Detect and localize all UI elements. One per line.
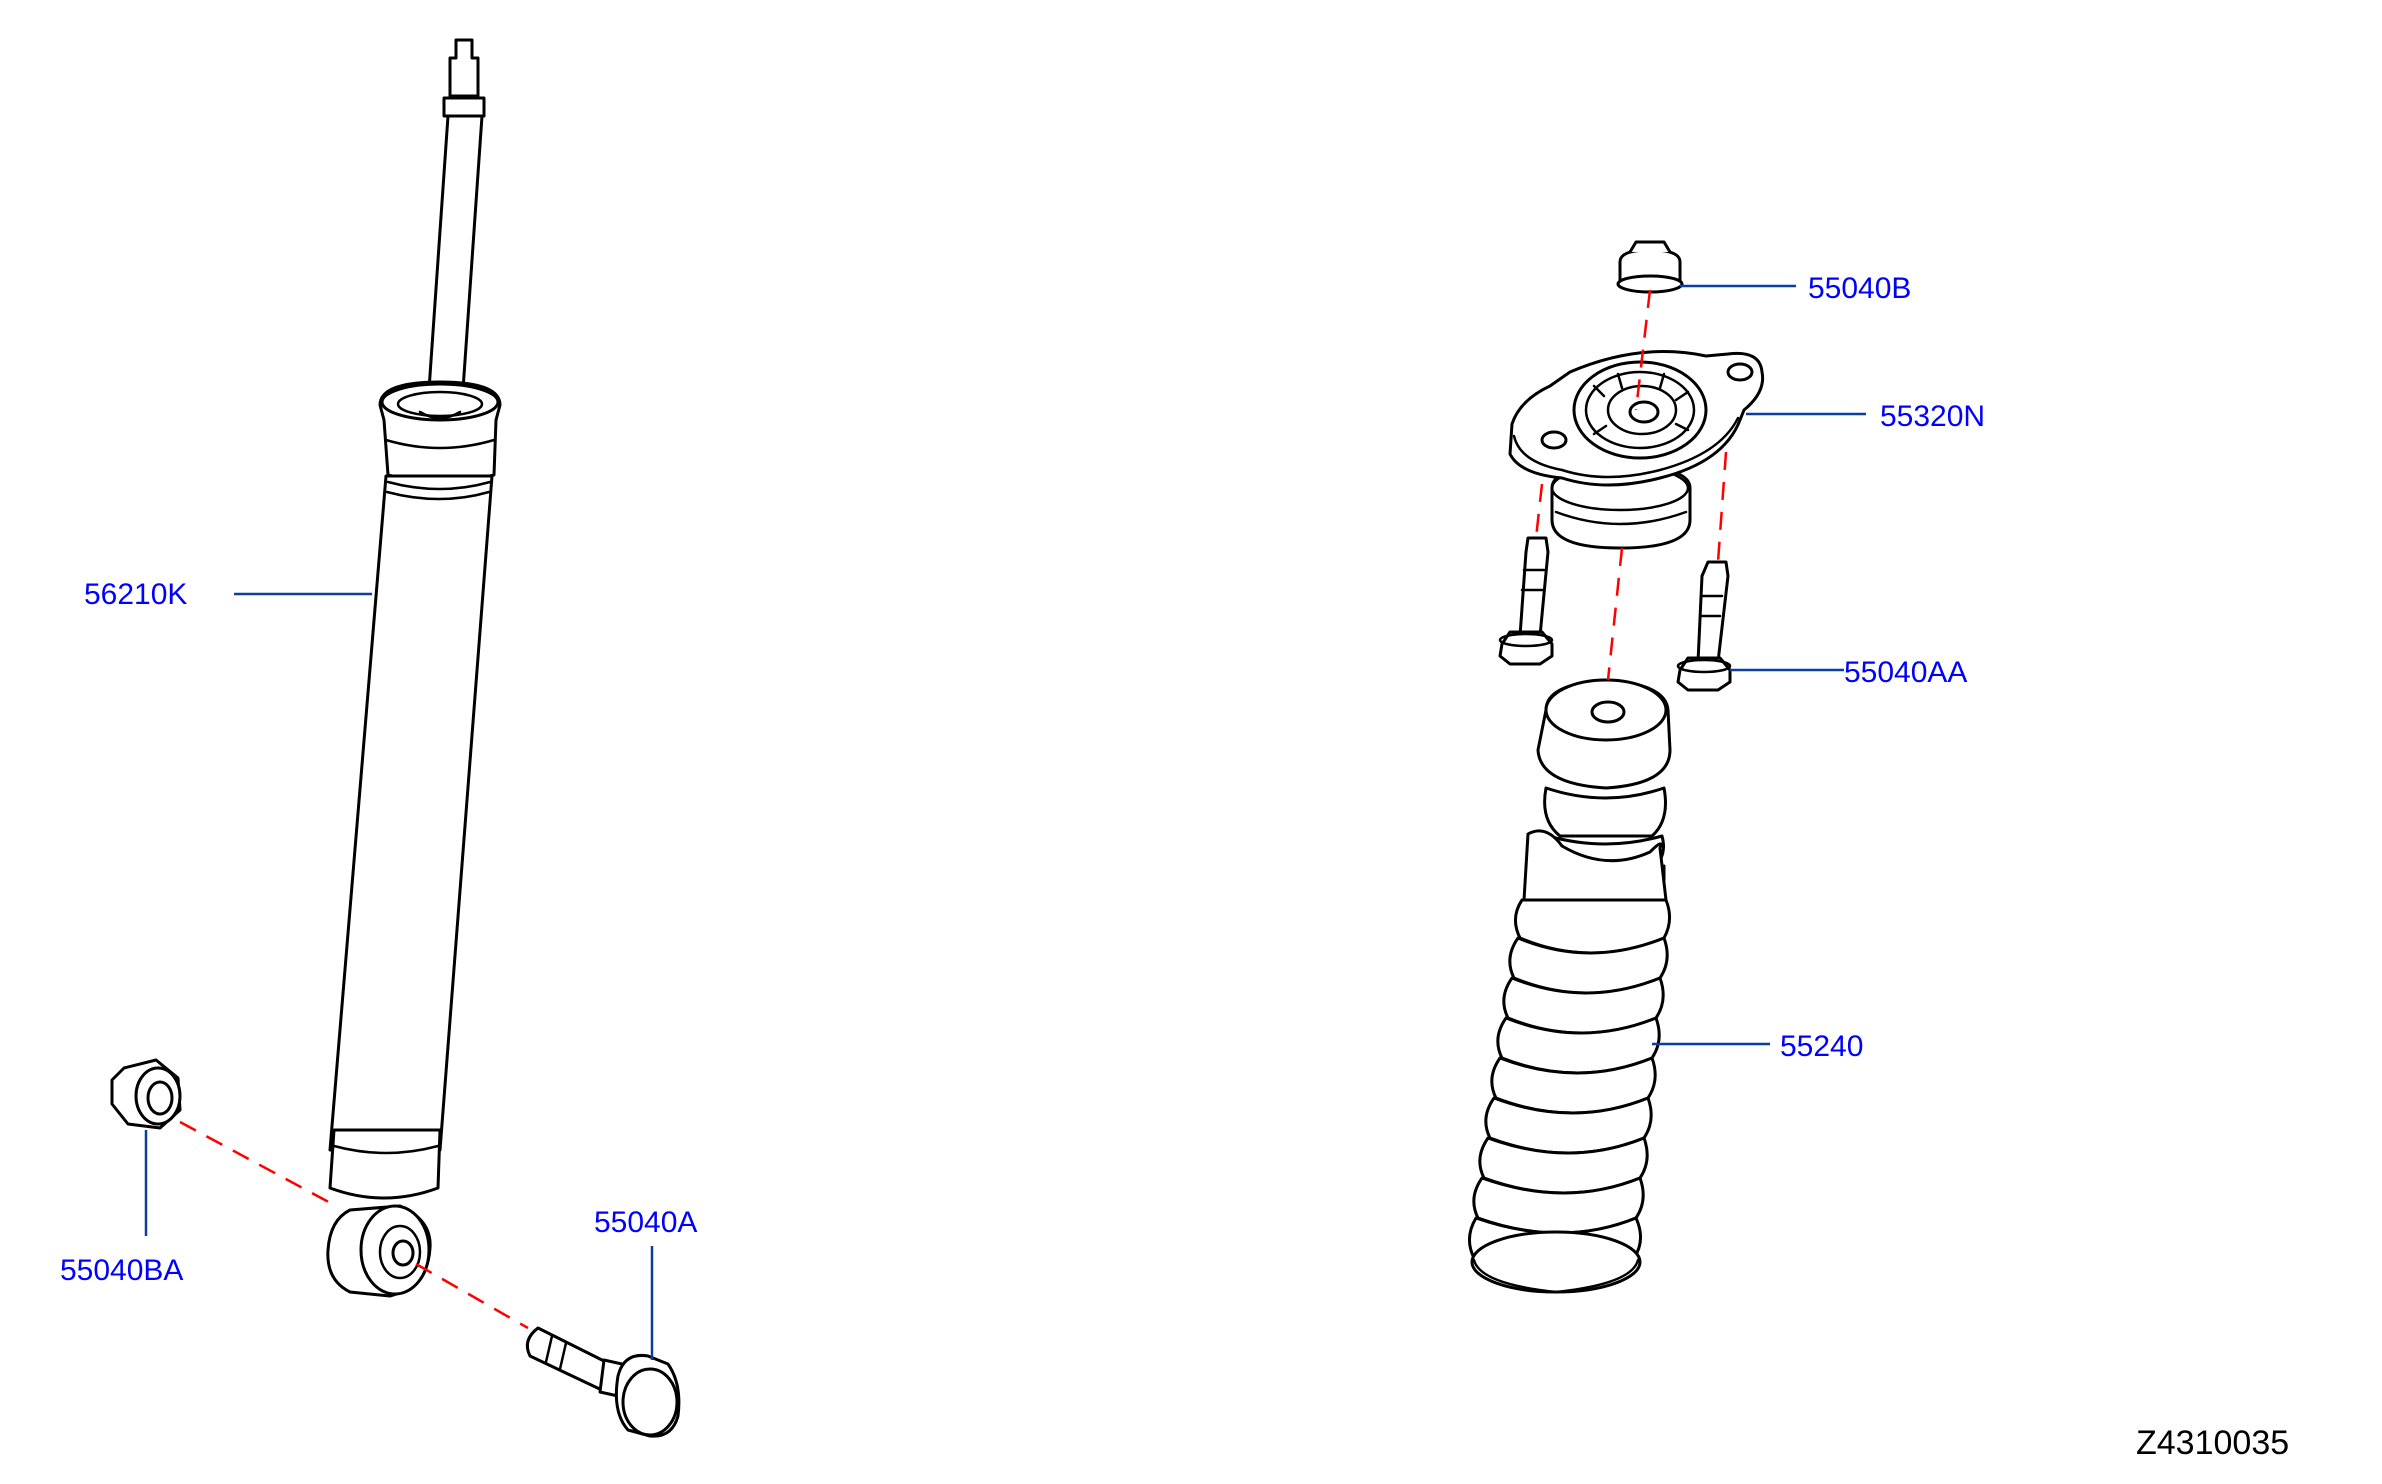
callout-mount-bolt: 55040AA xyxy=(1844,656,1967,689)
diagram-code: Z4310035 xyxy=(2136,1424,2289,1462)
callout-bound-bumper: 55240 xyxy=(1780,1030,1863,1063)
upper-nut[interactable] xyxy=(1616,240,1684,294)
mount-insulator[interactable] xyxy=(1508,350,1765,550)
callout-lower-washer: 55040BA xyxy=(60,1254,183,1287)
upper-assembly-axis xyxy=(1606,289,1652,681)
left-bolt-axis xyxy=(1534,483,1544,539)
bound-bumper[interactable] xyxy=(1468,678,1672,1294)
callout-mount-insulator: 55320N xyxy=(1880,400,1985,433)
right-bolt-axis xyxy=(1716,451,1728,563)
callout-lower-bolt: 55040A xyxy=(594,1206,697,1239)
callout-shock-absorber: 56210K xyxy=(84,578,187,611)
shock-absorber[interactable] xyxy=(326,38,502,1298)
lower-washer[interactable] xyxy=(110,1058,182,1130)
lower-bolt[interactable] xyxy=(525,1326,681,1438)
mount-bolt-right[interactable] xyxy=(1676,560,1732,692)
mount-bolt-left[interactable] xyxy=(1498,536,1554,666)
lower-assembly-axis xyxy=(179,1120,529,1330)
callout-upper-nut: 55040B xyxy=(1808,272,1911,305)
